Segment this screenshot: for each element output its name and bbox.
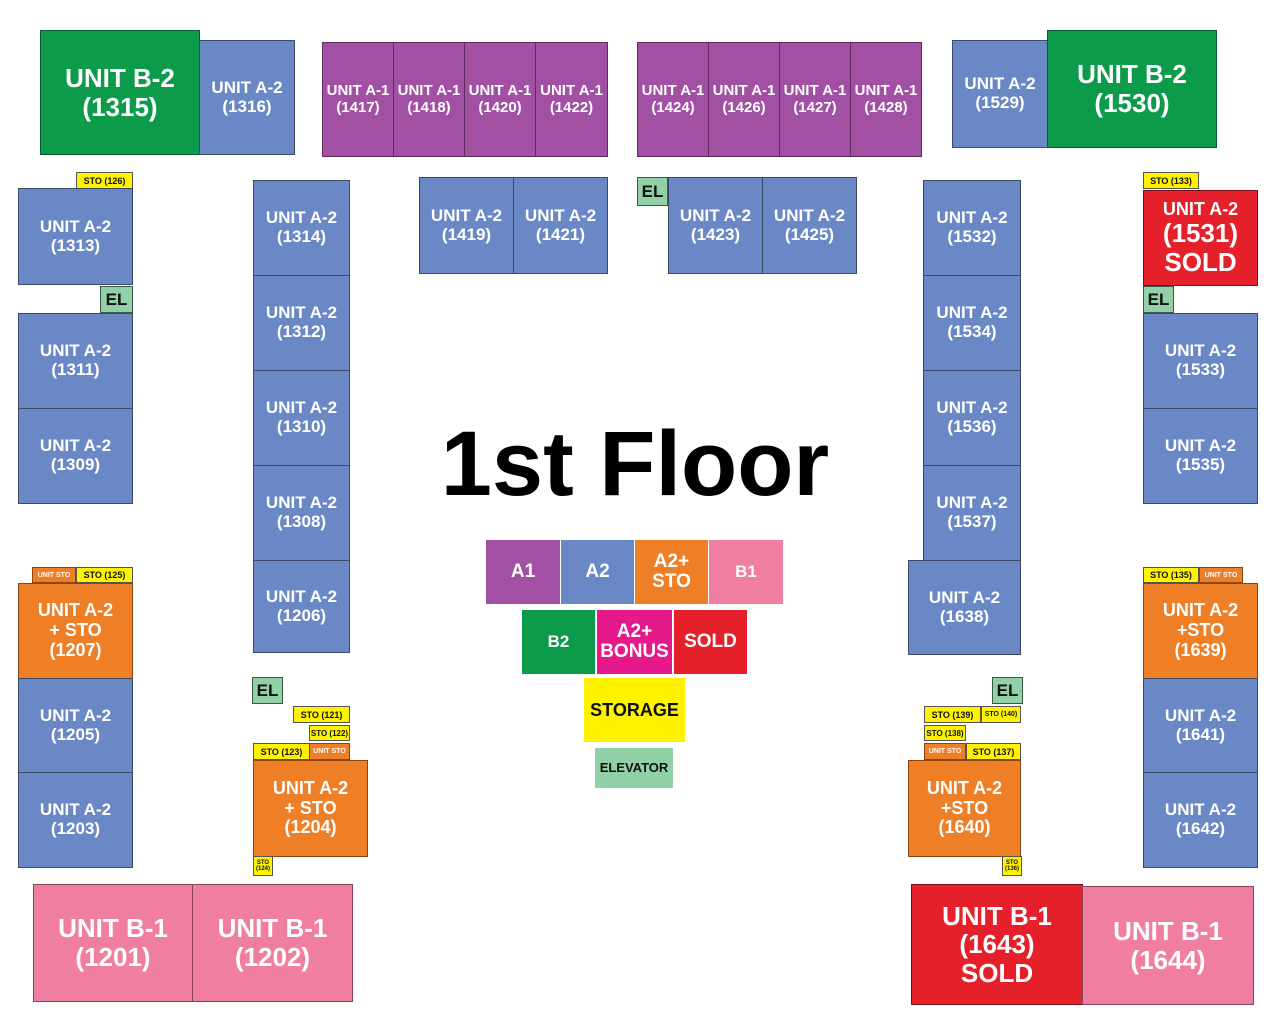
- unit-1532[interactable]: UNIT A-2 (1532): [923, 180, 1021, 276]
- unit-1531[interactable]: UNIT A-2 (1531) SOLD: [1143, 190, 1258, 286]
- unit-1201[interactable]: UNIT B-1 (1201): [33, 884, 193, 1002]
- legend-a2: A2: [561, 540, 634, 604]
- unit-1205[interactable]: UNIT A-2 (1205): [18, 678, 133, 773]
- unit-1316[interactable]: UNIT A-2 (1316): [199, 40, 295, 155]
- unit-1640[interactable]: UNIT A-2 +STO (1640): [908, 760, 1021, 857]
- unit-1428[interactable]: UNIT A-1 (1428): [850, 42, 922, 157]
- unit-1207[interactable]: UNIT A-2 + STO (1207): [18, 583, 133, 679]
- unit-1206[interactable]: UNIT A-2 (1206): [253, 560, 350, 653]
- unit-storage-1639[interactable]: UNIT STO: [1199, 567, 1243, 583]
- unit-storage-1207[interactable]: UNIT STO: [32, 567, 76, 583]
- storage-137[interactable]: STO (137): [966, 743, 1021, 760]
- unit-1426[interactable]: UNIT A-1 (1426): [708, 42, 780, 157]
- storage-140[interactable]: STO (140): [981, 706, 1021, 723]
- unit-1641[interactable]: UNIT A-2 (1641): [1143, 678, 1258, 773]
- unit-1314[interactable]: UNIT A-2 (1314): [253, 180, 350, 276]
- legend-a2-sto: A2+STO: [635, 540, 708, 604]
- storage-133[interactable]: STO (133): [1143, 172, 1199, 189]
- elevator-right-upper[interactable]: EL: [1143, 286, 1174, 313]
- unit-1529[interactable]: UNIT A-2 (1529): [952, 40, 1048, 148]
- unit-1308[interactable]: UNIT A-2 (1308): [253, 465, 350, 561]
- unit-storage-1640[interactable]: UNIT STO: [924, 743, 966, 760]
- unit-1643[interactable]: UNIT B-1 (1643) SOLD: [911, 884, 1083, 1005]
- unit-1534[interactable]: UNIT A-2 (1534): [923, 275, 1021, 371]
- unit-1202[interactable]: UNIT B-1 (1202): [192, 884, 353, 1002]
- unit-1423[interactable]: UNIT A-2 (1423): [668, 177, 763, 274]
- storage-126[interactable]: STO (126): [76, 172, 133, 189]
- unit-1419[interactable]: UNIT A-2 (1419): [419, 177, 514, 274]
- elevator-center[interactable]: EL: [637, 177, 668, 206]
- unit-1638[interactable]: UNIT A-2 (1638): [908, 560, 1021, 655]
- unit-1204[interactable]: UNIT A-2 + STO (1204): [253, 760, 368, 857]
- storage-136[interactable]: STO (136): [1002, 856, 1022, 876]
- unit-1418[interactable]: UNIT A-1 (1418): [393, 42, 465, 157]
- legend-a1: A1: [486, 540, 560, 604]
- unit-storage-1204[interactable]: UNIT STO: [309, 743, 350, 760]
- unit-1427[interactable]: UNIT A-1 (1427): [779, 42, 851, 157]
- floor-title: 1st Floor: [440, 413, 830, 515]
- unit-1530[interactable]: UNIT B-2 (1530): [1047, 30, 1217, 148]
- storage-121[interactable]: STO (121): [293, 706, 350, 723]
- unit-1537[interactable]: UNIT A-2 (1537): [923, 465, 1021, 561]
- legend-b2: B2: [522, 610, 595, 674]
- unit-1533[interactable]: UNIT A-2 (1533): [1143, 313, 1258, 409]
- unit-1535[interactable]: UNIT A-2 (1535): [1143, 408, 1258, 504]
- unit-1639[interactable]: UNIT A-2 +STO (1639): [1143, 583, 1258, 679]
- storage-122[interactable]: STO (122): [309, 725, 350, 741]
- storage-124[interactable]: STO (124): [253, 856, 273, 876]
- elevator-left-upper[interactable]: EL: [100, 286, 133, 313]
- unit-1315[interactable]: UNIT B-2 (1315): [40, 30, 200, 155]
- legend-storage: STORAGE: [584, 678, 685, 742]
- legend-b1: B1: [709, 540, 783, 604]
- storage-123[interactable]: STO (123): [253, 743, 310, 760]
- storage-135[interactable]: STO (135): [1143, 567, 1199, 583]
- unit-1644[interactable]: UNIT B-1 (1644): [1082, 886, 1254, 1005]
- unit-1425[interactable]: UNIT A-2 (1425): [762, 177, 857, 274]
- unit-1309[interactable]: UNIT A-2 (1309): [18, 408, 133, 504]
- unit-1422[interactable]: UNIT A-1 (1422): [535, 42, 608, 157]
- legend-elevator: ELEVATOR: [595, 748, 673, 788]
- unit-1312[interactable]: UNIT A-2 (1312): [253, 275, 350, 371]
- elevator-left-lower[interactable]: EL: [252, 677, 283, 704]
- elevator-right-lower[interactable]: EL: [992, 677, 1023, 704]
- unit-1420[interactable]: UNIT A-1 (1420): [464, 42, 536, 157]
- unit-1311[interactable]: UNIT A-2 (1311): [18, 313, 133, 409]
- legend-sold: SOLD: [674, 610, 747, 674]
- unit-1424[interactable]: UNIT A-1 (1424): [637, 42, 709, 157]
- storage-125[interactable]: STO (125): [76, 567, 133, 583]
- unit-1310[interactable]: UNIT A-2 (1310): [253, 370, 350, 466]
- unit-1421[interactable]: UNIT A-2 (1421): [513, 177, 608, 274]
- unit-1313[interactable]: UNIT A-2 (1313): [18, 188, 133, 285]
- unit-1642[interactable]: UNIT A-2 (1642): [1143, 772, 1258, 868]
- unit-1417[interactable]: UNIT A-1 (1417): [322, 42, 394, 157]
- unit-1536[interactable]: UNIT A-2 (1536): [923, 370, 1021, 466]
- storage-138[interactable]: STO (138): [924, 725, 966, 741]
- unit-1203[interactable]: UNIT A-2 (1203): [18, 772, 133, 868]
- legend-a2-bonus: A2+BONUS: [597, 610, 672, 674]
- storage-139[interactable]: STO (139): [924, 706, 981, 723]
